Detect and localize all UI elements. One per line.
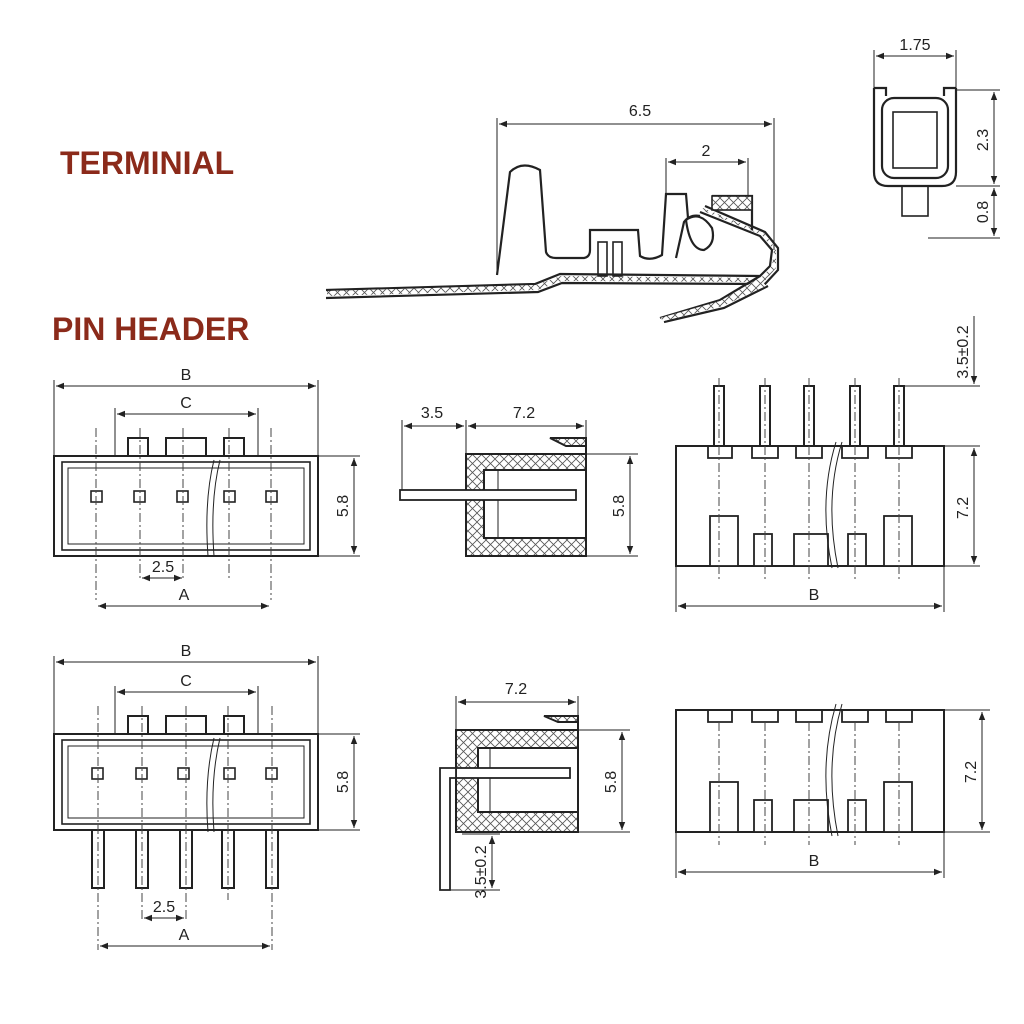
angle-side-pinlen-label: 3.5±0.2 bbox=[473, 845, 490, 898]
straight-header-top-view: B C 2.5 A 5.8 bbox=[53, 367, 360, 610]
angle-side-depth-label: 7.2 bbox=[505, 681, 527, 698]
terminal-tab-label: 0.8 bbox=[975, 201, 992, 223]
terminal-end-view: 1.75 2.3 0.8 bbox=[872, 37, 1000, 239]
angle-top-b-label: B bbox=[181, 643, 192, 660]
straight-side-pinout-label: 3.5 bbox=[421, 405, 443, 422]
angle-front-height-label: 7.2 bbox=[963, 761, 980, 783]
angle-top-a-label: A bbox=[179, 927, 190, 944]
terminal-width-label: 1.75 bbox=[899, 37, 930, 54]
angle-side-height-label: 5.8 bbox=[603, 771, 620, 793]
terminal-crimp-label: 2 bbox=[702, 143, 711, 160]
straight-top-b-label: B bbox=[181, 367, 192, 384]
straight-front-b-label: B bbox=[809, 587, 820, 604]
angle-top-pin-legs bbox=[91, 829, 279, 889]
straight-top-c-label: C bbox=[180, 395, 192, 412]
straight-front-height-label: 7.2 bbox=[955, 497, 972, 519]
angle-header-side-view: 7.2 5.8 3.5±0.2 bbox=[439, 681, 630, 899]
terminal-length-label: 6.5 bbox=[629, 103, 651, 120]
angle-header-top-view: B C 2.5 A 5.8 bbox=[53, 643, 360, 950]
angle-front-b-label: B bbox=[809, 853, 820, 870]
straight-top-height-label: 5.8 bbox=[335, 495, 352, 517]
terminal-side-view: 6.5 2 bbox=[325, 103, 780, 324]
terminal-title: TERMINIAL bbox=[60, 145, 234, 181]
straight-header-side-view: 3.5 7.2 5.8 bbox=[399, 405, 638, 557]
straight-top-pitch-label: 2.5 bbox=[152, 559, 174, 576]
straight-front-pinlen-label: 3.5±0.2 bbox=[955, 325, 972, 378]
straight-top-a-label: A bbox=[179, 587, 190, 604]
angle-header-front-view: 7.2 B bbox=[675, 703, 990, 878]
angle-top-height-label: 5.8 bbox=[335, 771, 352, 793]
angle-top-c-label: C bbox=[180, 673, 192, 690]
straight-side-height-label: 5.8 bbox=[611, 495, 628, 517]
straight-side-depth-label: 7.2 bbox=[513, 405, 535, 422]
pin-header-title: PIN HEADER bbox=[52, 311, 249, 347]
angle-top-pitch-label: 2.5 bbox=[153, 899, 175, 916]
straight-header-front-view: 3.5±0.2 7.2 B bbox=[675, 316, 980, 612]
terminal-height-label: 2.3 bbox=[975, 129, 992, 151]
